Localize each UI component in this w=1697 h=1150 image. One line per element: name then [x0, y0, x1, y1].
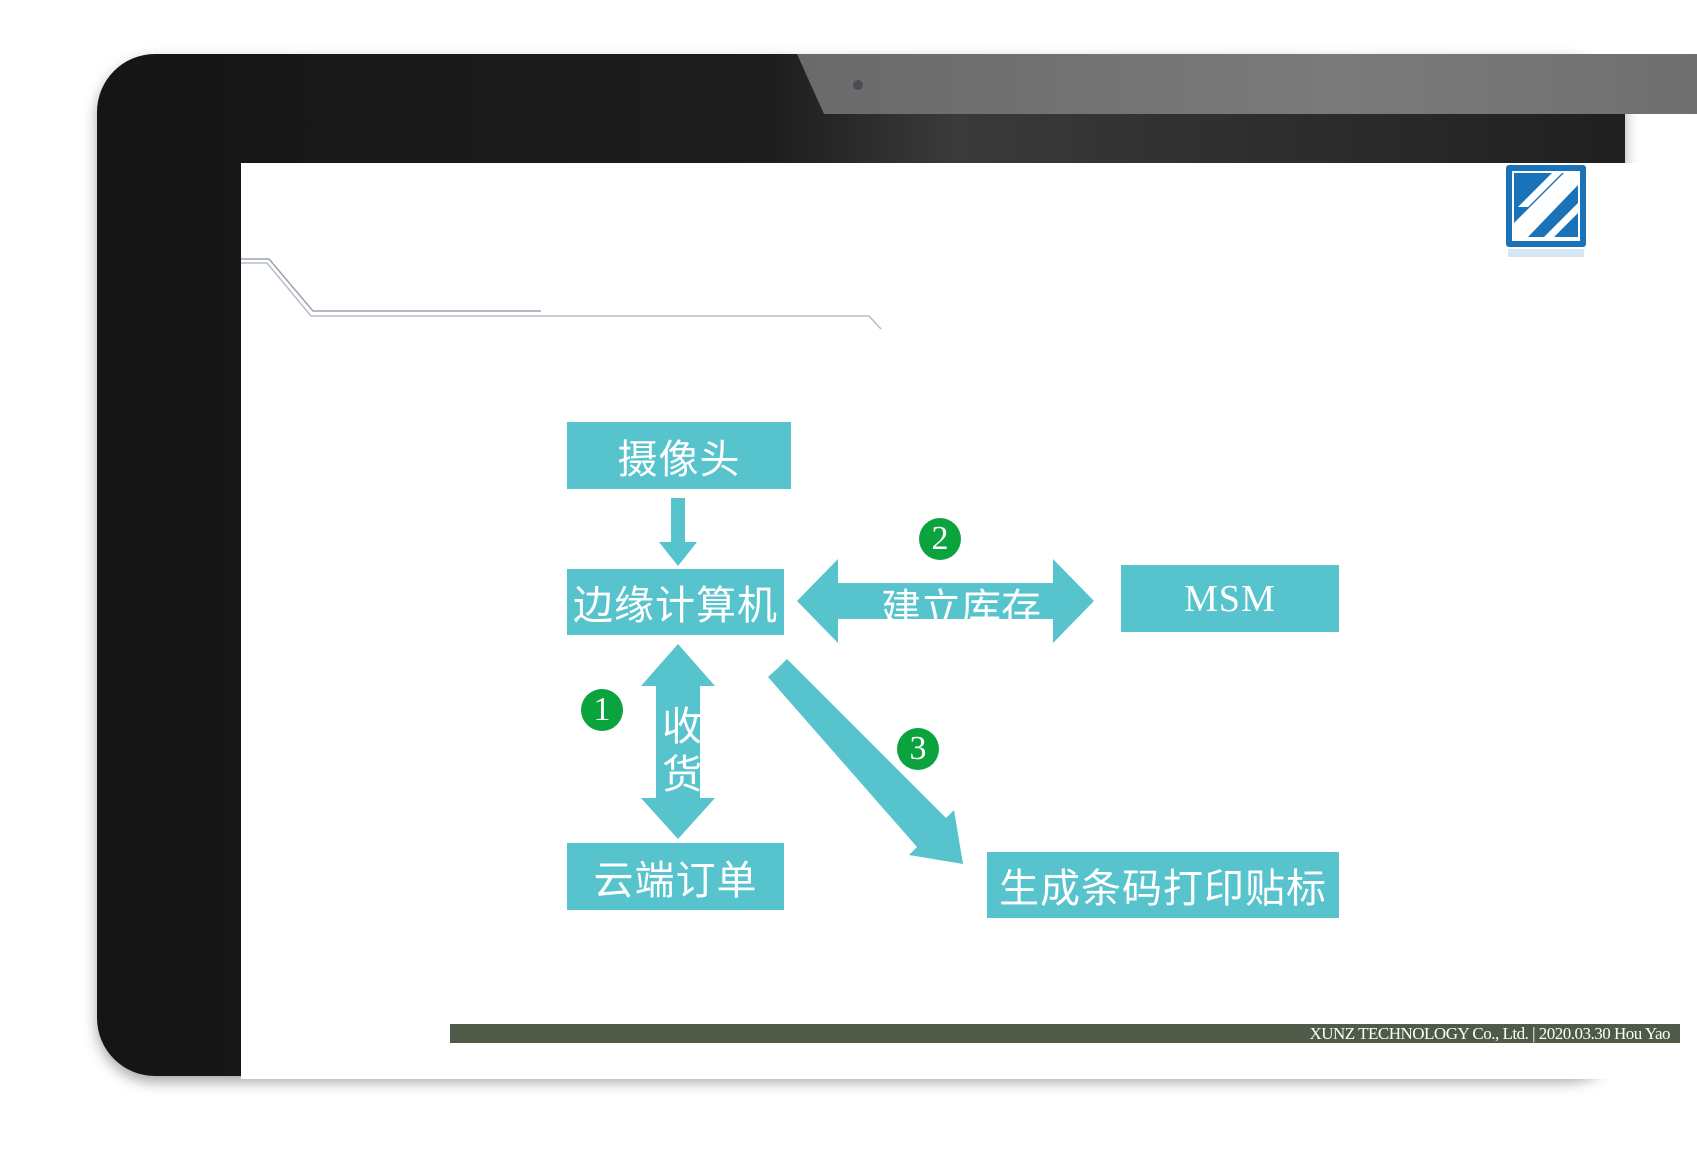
arrow-edge-cloud-bidirectional [641, 644, 715, 839]
node-msm: MSM [1121, 565, 1339, 632]
node-cloud-order: 云端订单 [567, 843, 784, 910]
arrow-edge-to-print [768, 659, 963, 864]
z-logo-icon [1506, 165, 1586, 257]
tablet-frame: 摄像头 边缘计算机 MSM 云端订单 生成条码打印贴标 建立库存 收 货 1 2… [97, 54, 1680, 1079]
step-badge-3: 3 [897, 728, 939, 770]
front-camera [853, 80, 863, 90]
node-edge-computer: 边缘计算机 [567, 569, 784, 635]
footer-bar: XUNZ TECHNOLOGY Co., Ltd. | 2020.03.30 H… [450, 1024, 1680, 1043]
diagram-arrows [641, 498, 1094, 864]
arrow-edge-msm-bidirectional [797, 559, 1094, 643]
step-badge-1: 1 [581, 689, 623, 731]
slide-screen: 摄像头 边缘计算机 MSM 云端订单 生成条码打印贴标 建立库存 收 货 1 2… [241, 163, 1680, 1079]
node-print-label: 生成条码打印贴标 [987, 852, 1339, 918]
node-camera: 摄像头 [567, 422, 791, 489]
step-badge-2: 2 [919, 518, 961, 560]
edge-label-receive-1: 收 [662, 704, 702, 750]
decorative-lines [241, 258, 882, 330]
edge-label-receive-2: 货 [662, 752, 702, 798]
footer-text: XUNZ TECHNOLOGY Co., Ltd. | 2020.03.30 H… [1309, 1024, 1670, 1043]
edge-label-inventory: 建立库存 [881, 586, 1041, 632]
arrow-camera-to-edge [659, 498, 697, 566]
